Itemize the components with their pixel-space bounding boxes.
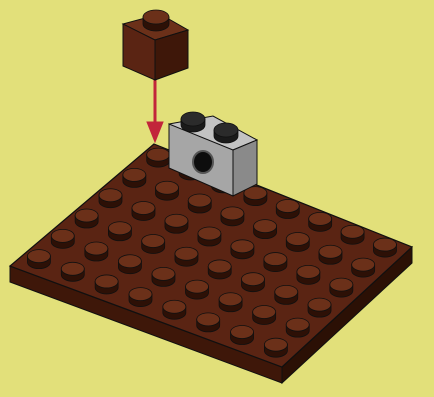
plate-stud [61, 262, 84, 281]
plate-stud [221, 207, 244, 226]
plate-stud [51, 229, 74, 248]
plate-stud [165, 214, 188, 233]
plate-stud [286, 232, 309, 251]
technic-stud [181, 112, 205, 132]
plate-stud [142, 234, 165, 253]
plate-stud [175, 247, 198, 266]
plate-stud [27, 250, 50, 269]
plate-stud [286, 318, 309, 337]
plate-stud [264, 253, 287, 272]
plate-stud [330, 278, 353, 297]
plate-stud [132, 201, 155, 220]
plate-stud [309, 212, 332, 231]
plate-stud [208, 260, 231, 279]
technic-hole [193, 151, 213, 173]
plate-stud [254, 220, 277, 239]
plate-stud [264, 338, 287, 357]
plate-stud [198, 227, 221, 246]
plate-stud [319, 245, 342, 264]
plate-stud [241, 273, 264, 292]
plate-stud [231, 326, 254, 345]
plate-stud [99, 189, 122, 208]
plate-stud [308, 298, 331, 317]
plate-stud [75, 209, 98, 228]
plate-stud [297, 265, 320, 284]
plate-stud [129, 288, 152, 307]
plate-stud [156, 181, 179, 200]
plate-stud [231, 240, 254, 259]
plate-stud [275, 285, 298, 304]
arrow-head [147, 122, 163, 142]
plate-stud [197, 313, 220, 332]
plate-stud [118, 255, 141, 274]
plate-stud [188, 194, 211, 213]
plate-stud [341, 225, 364, 244]
plate-stud [253, 305, 276, 324]
plate-stud [152, 267, 175, 286]
plate-stud [123, 168, 146, 187]
brown-1x1-brick-icon [123, 10, 188, 80]
plate-stud [373, 238, 396, 257]
down-arrow-icon [147, 78, 163, 142]
plate-stud [186, 280, 209, 299]
brick-stud [143, 10, 169, 31]
plate-stud [352, 258, 375, 277]
plate-stud [147, 148, 170, 167]
plate-stud [244, 187, 267, 206]
plate-stud [108, 222, 131, 241]
plate-stud [276, 200, 299, 219]
plate-stud [163, 300, 186, 319]
plate-stud [85, 242, 108, 261]
plate-stud [219, 293, 242, 312]
plate-stud [95, 275, 118, 294]
technic-stud [214, 123, 238, 143]
